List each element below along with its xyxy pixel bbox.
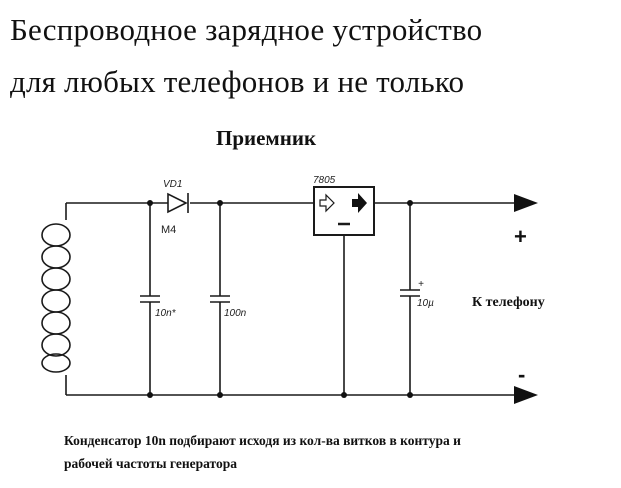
- junction-dot: [147, 200, 153, 206]
- output-label: К телефону: [472, 295, 545, 310]
- junction-dot: [407, 200, 413, 206]
- diode-vd1: [167, 192, 189, 214]
- junction-dot: [217, 200, 223, 206]
- title-line-2: для любых телефонов и не только: [10, 64, 465, 99]
- plus-sign: +: [514, 224, 527, 249]
- c3-label: 10µ: [417, 298, 434, 309]
- junction-dot: [217, 392, 223, 398]
- output-arrow-minus: [514, 386, 538, 404]
- junction-dot: [147, 392, 153, 398]
- c2-label: 100n: [224, 308, 247, 319]
- output-arrow-plus: [514, 194, 538, 212]
- note-line-2: рабочей частоты генератора: [64, 456, 238, 471]
- c3-polarity-label: +: [418, 279, 424, 290]
- regulator-7805: [313, 186, 375, 236]
- minus-sign: -: [518, 362, 525, 387]
- capacitor-c2: [210, 203, 230, 395]
- c1-label: 10n*: [155, 308, 177, 319]
- diode-ref-label: VD1: [163, 179, 182, 190]
- regulator-in-arrow: [319, 193, 335, 213]
- regulator-label: 7805: [313, 175, 336, 186]
- note-line-1: Конденсатор 10n подбирают исходя из кол-…: [64, 433, 461, 448]
- subtitle: Приемник: [216, 126, 317, 150]
- capacitor-c3: [400, 203, 420, 395]
- junction-dot: [407, 392, 413, 398]
- capacitor-c1: [140, 203, 160, 395]
- title-line-1: Беспроводное зарядное устройство: [10, 12, 483, 47]
- junction-dot: [341, 392, 347, 398]
- coil-inductor: [41, 223, 71, 373]
- diode-type-label: M4: [161, 224, 176, 236]
- regulator-out-arrow: [352, 193, 367, 213]
